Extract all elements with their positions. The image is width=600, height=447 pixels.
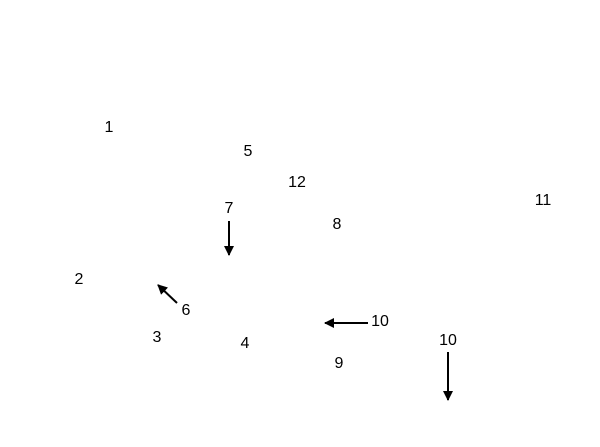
arrow-6	[157, 284, 178, 304]
label-12: 12	[288, 174, 306, 191]
label-5: 5	[243, 143, 253, 160]
label-10-a: 10	[371, 313, 389, 330]
label-3: 3	[152, 329, 162, 346]
label-8: 8	[332, 216, 342, 233]
label-6: 6	[181, 302, 191, 319]
label-1: 1	[104, 119, 114, 136]
label-2: 2	[74, 271, 84, 288]
label-4: 4	[240, 335, 250, 352]
label-10-b: 10	[439, 332, 457, 349]
label-11: 11	[534, 192, 552, 209]
label-7: 7	[224, 200, 234, 217]
label-9: 9	[334, 355, 344, 372]
